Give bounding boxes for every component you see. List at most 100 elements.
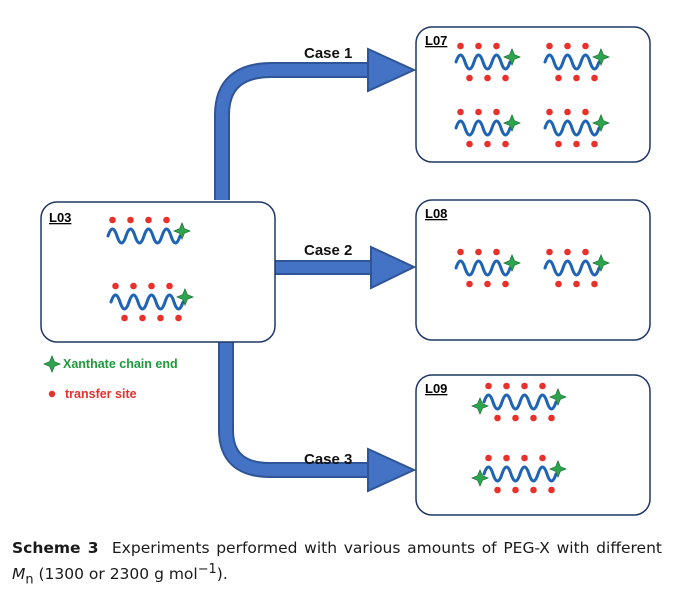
transfer-site-dot [166, 282, 173, 290]
transfer-site-dot [163, 216, 170, 224]
transfer-site-dot [591, 280, 598, 288]
transfer-site-dot [546, 248, 553, 256]
transfer-site-dot [475, 108, 482, 116]
transfer-site-dot [112, 282, 119, 290]
case-2-label: Case 2 [304, 242, 352, 259]
caption-mn-sub: n [25, 572, 34, 588]
transfer-site-dot [485, 382, 492, 390]
chain-backbone [482, 393, 558, 411]
transfer-site-dot [157, 314, 164, 322]
transfer-site-dot [145, 216, 152, 224]
caption-sup: −1 [197, 562, 217, 577]
xanthate-star-icon [43, 355, 61, 373]
transfer-site-dot [573, 280, 580, 288]
polymer-chain [471, 454, 567, 494]
caption-text: Experiments performed with various amoun… [111, 539, 662, 557]
box-l03-label: L03 [49, 210, 71, 225]
transfer-site-dot [121, 314, 128, 322]
legend: Xanthate chain end transfer site [43, 355, 178, 401]
transfer-site-dot [484, 74, 491, 82]
caption: Scheme 3 Experiments performed with vari… [12, 537, 662, 591]
transfer-site-dot [466, 140, 473, 148]
transfer-site-dot [130, 282, 137, 290]
polymer-chain [109, 282, 194, 322]
transfer-site-dot [564, 248, 571, 256]
polymer-chain [454, 42, 521, 82]
transfer-site-dot [582, 108, 589, 116]
box-l07-label: L07 [425, 33, 447, 48]
transfer-site-dot [485, 454, 492, 462]
transfer-site-dot [546, 108, 553, 116]
transfer-site-dot [494, 414, 501, 422]
polymer-chain [543, 42, 610, 82]
polymer-chain [454, 248, 521, 288]
chain-backbone [109, 293, 185, 311]
chain-backbone [454, 259, 512, 277]
box-l07: L07 [415, 26, 651, 163]
transfer-site-dot [493, 248, 500, 256]
transfer-site-dot [475, 42, 482, 50]
chain-backbone [543, 53, 601, 71]
case-3-label: Case 3 [304, 451, 352, 468]
transfer-site-dot [484, 140, 491, 148]
transfer-site-dot [502, 74, 509, 82]
case-1-label: Case 1 [304, 45, 352, 62]
transfer-site-dot [139, 314, 146, 322]
caption-text-mid: (1300 or 2300 g mol [33, 565, 198, 584]
transfer-site-dot [546, 42, 553, 50]
transfer-site-dot [512, 486, 519, 494]
transfer-site-dot [457, 248, 464, 256]
transfer-site-dot [555, 280, 562, 288]
box-l09: L09 [415, 374, 651, 516]
transfer-site-dot [502, 140, 509, 148]
transfer-site-dot [148, 282, 155, 290]
caption-label: Scheme 3 [12, 539, 99, 557]
transfer-site-dot [530, 414, 537, 422]
polymer-chain [543, 108, 610, 148]
box-l08: L08 [415, 199, 651, 341]
legend-transfer-label: transfer site [65, 387, 137, 401]
transfer-site-dot [591, 140, 598, 148]
polymer-chain [454, 108, 521, 148]
caption-text-end: ). [216, 565, 228, 584]
arrow-case-3 [218, 336, 417, 493]
transfer-site-dot [582, 248, 589, 256]
transfer-site-dot [512, 414, 519, 422]
chain-backbone [543, 119, 601, 137]
transfer-site-dot [503, 382, 510, 390]
chain-backbone [454, 53, 512, 71]
transfer-site-dot [493, 108, 500, 116]
transfer-site-dot [573, 74, 580, 82]
transfer-site-dot [502, 280, 509, 288]
chain-backbone [106, 227, 182, 245]
transfer-dot-icon [48, 390, 56, 398]
transfer-site-dot [484, 280, 491, 288]
transfer-site-dot [127, 216, 134, 224]
transfer-site-dot [555, 74, 562, 82]
polymer-chain [471, 382, 567, 422]
legend-xanthate-label: Xanthate chain end [63, 357, 178, 371]
box-l09-label: L09 [425, 381, 447, 396]
transfer-site-dot [591, 74, 598, 82]
transfer-site-dot [175, 314, 182, 322]
chain-backbone [482, 465, 558, 483]
arrow-case-1 [214, 47, 417, 200]
transfer-site-dot [503, 454, 510, 462]
caption-mn: M [12, 565, 26, 584]
transfer-site-dot [564, 108, 571, 116]
transfer-site-dot [555, 140, 562, 148]
transfer-site-dot [539, 454, 546, 462]
transfer-site-dot [573, 140, 580, 148]
transfer-site-dot [548, 486, 555, 494]
chain-backbone [543, 259, 601, 277]
transfer-site-dot [457, 108, 464, 116]
transfer-site-dot [493, 42, 500, 50]
transfer-site-dot [466, 280, 473, 288]
transfer-site-dot [521, 382, 528, 390]
transfer-site-dot [109, 216, 116, 224]
transfer-site-dot [582, 42, 589, 50]
chain-backbone [454, 119, 512, 137]
transfer-site-dot [521, 454, 528, 462]
transfer-site-dot [475, 248, 482, 256]
box-l08-label: L08 [425, 206, 447, 221]
